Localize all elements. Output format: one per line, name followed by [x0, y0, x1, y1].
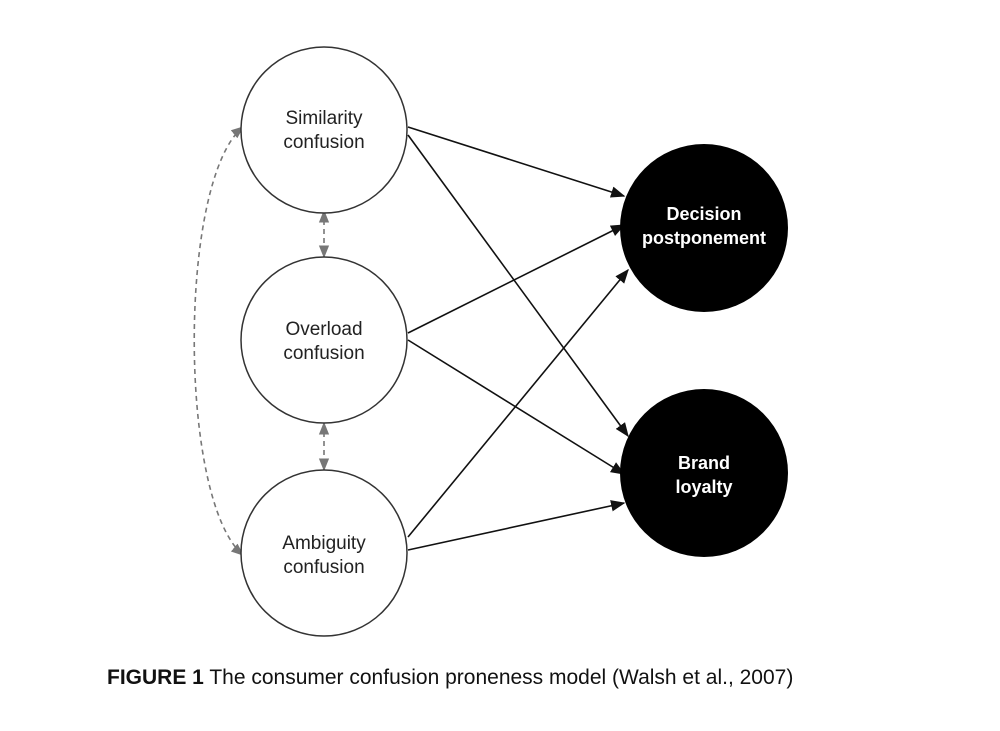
node-similarity-confusion: Similarity confusion [240, 46, 408, 214]
arrow-ambiguity-to-decision [407, 268, 629, 538]
dashed-similarity-ambiguity [193, 126, 244, 556]
node-decision-postponement: Decision postponement [620, 144, 788, 312]
node-overload-label-2: confusion [283, 343, 364, 364]
figure-caption-text: The consumer confusion proneness model (… [203, 666, 794, 689]
arrow-ambiguity-to-loyalty [407, 500, 626, 551]
figure-caption-label: FIGURE 1 [107, 666, 204, 689]
node-overload-label-1: Overload [285, 319, 362, 340]
arrow-overload-to-decision [407, 224, 626, 334]
node-decision-label-1: Decision [666, 204, 741, 224]
arrow-similarity-to-loyalty [407, 134, 629, 438]
node-similarity-label-1: Similarity [285, 108, 363, 129]
node-brand-loyalty: Brand loyalty [620, 389, 788, 557]
node-ambiguity-label-2: confusion [283, 557, 364, 578]
node-ambiguity-label-1: Ambiguity [282, 533, 366, 554]
node-decision-label-2: postponement [642, 228, 766, 248]
node-loyalty-label-2: loyalty [675, 477, 732, 497]
arrow-similarity-to-decision [407, 126, 626, 198]
node-loyalty-label-1: Brand [678, 453, 730, 473]
node-overload-confusion: Overload confusion [240, 256, 408, 424]
node-ambiguity-confusion: Ambiguity confusion [240, 469, 408, 637]
node-similarity-label-2: confusion [283, 132, 364, 153]
figure-caption: FIGURE 1 The consumer confusion pronenes… [107, 666, 907, 690]
